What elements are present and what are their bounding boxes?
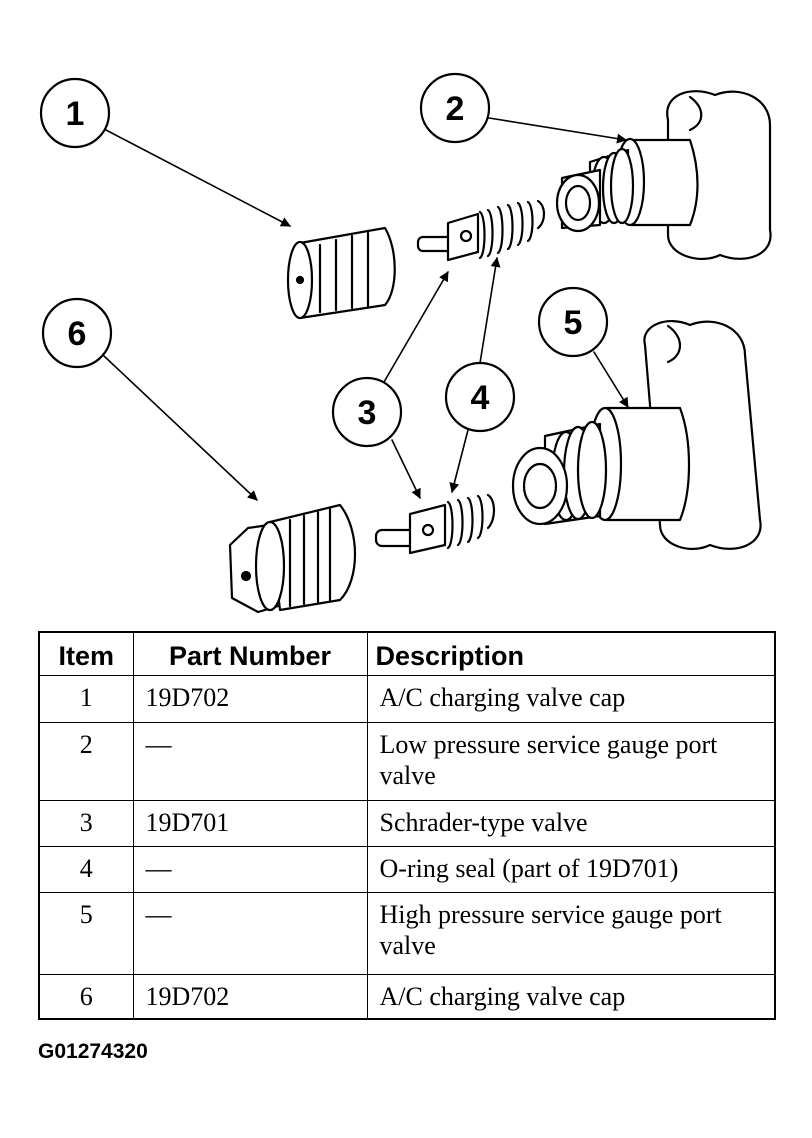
header-part-number: Part Number bbox=[132, 631, 368, 676]
cell-description: Low pressure service gauge port valve bbox=[366, 722, 776, 801]
exploded-parts-diagram: 1 2 3 4 5 6 bbox=[39, 72, 772, 614]
callout-5-label: 5 bbox=[564, 304, 583, 342]
leader-lines bbox=[103, 117, 629, 501]
cell-part-number: 19D702 bbox=[132, 675, 368, 723]
cell-item: 6 bbox=[38, 974, 134, 1020]
schrader-valve-upper bbox=[416, 199, 546, 262]
table-row: 4 — O-ring seal (part of 19D701) bbox=[38, 846, 776, 893]
callout-6 bbox=[41, 297, 113, 369]
table-row: 3 19D701 Schrader-type valve bbox=[38, 800, 776, 847]
cell-item: 4 bbox=[38, 846, 134, 893]
callout-1 bbox=[39, 77, 111, 149]
callout-1-label: 1 bbox=[66, 95, 85, 133]
schrader-valve-lower bbox=[374, 493, 496, 555]
high-pressure-port-valve bbox=[511, 406, 691, 526]
table-row: 2 — Low pressure service gauge port valv… bbox=[38, 722, 776, 801]
callout-2 bbox=[419, 72, 491, 144]
figure-id: G01274320 bbox=[38, 1040, 148, 1063]
table-row: 5 — High pressure service gauge port val… bbox=[38, 892, 776, 975]
cell-description: Schrader-type valve bbox=[366, 800, 776, 847]
charging-valve-cap bbox=[286, 226, 396, 320]
cell-description: A/C charging valve cap bbox=[366, 675, 776, 723]
table-row: 6 19D702 A/C charging valve cap bbox=[38, 974, 776, 1020]
cell-part-number: — bbox=[132, 892, 368, 975]
table-header-row: Item Part Number Description bbox=[38, 631, 776, 676]
callout-6-label: 6 bbox=[68, 315, 87, 353]
cell-description: High pressure service gauge port valve bbox=[366, 892, 776, 975]
callout-4-label: 4 bbox=[471, 379, 490, 417]
header-description: Description bbox=[366, 631, 776, 676]
cell-part-number: 19D701 bbox=[132, 800, 368, 847]
callout-3-label: 3 bbox=[358, 394, 377, 432]
cell-item: 3 bbox=[38, 800, 134, 847]
charging-valve-cap-large bbox=[228, 503, 356, 614]
cell-item: 5 bbox=[38, 892, 134, 975]
cell-item: 2 bbox=[38, 722, 134, 801]
callout-5 bbox=[537, 286, 609, 358]
cell-description: O-ring seal (part of 19D701) bbox=[366, 846, 776, 893]
cell-description: A/C charging valve cap bbox=[366, 974, 776, 1020]
low-pressure-port-valve bbox=[555, 137, 699, 233]
cell-part-number: 19D702 bbox=[132, 974, 368, 1020]
parts-table: Item Part Number Description 1 19D702 A/… bbox=[38, 631, 776, 1020]
cell-part-number: — bbox=[132, 722, 368, 801]
cell-part-number: — bbox=[132, 846, 368, 893]
callout-2-label: 2 bbox=[446, 90, 465, 128]
cell-item: 1 bbox=[38, 675, 134, 723]
header-item: Item bbox=[38, 631, 134, 676]
callout-3 bbox=[331, 376, 403, 448]
table-row: 1 19D702 A/C charging valve cap bbox=[38, 675, 776, 723]
